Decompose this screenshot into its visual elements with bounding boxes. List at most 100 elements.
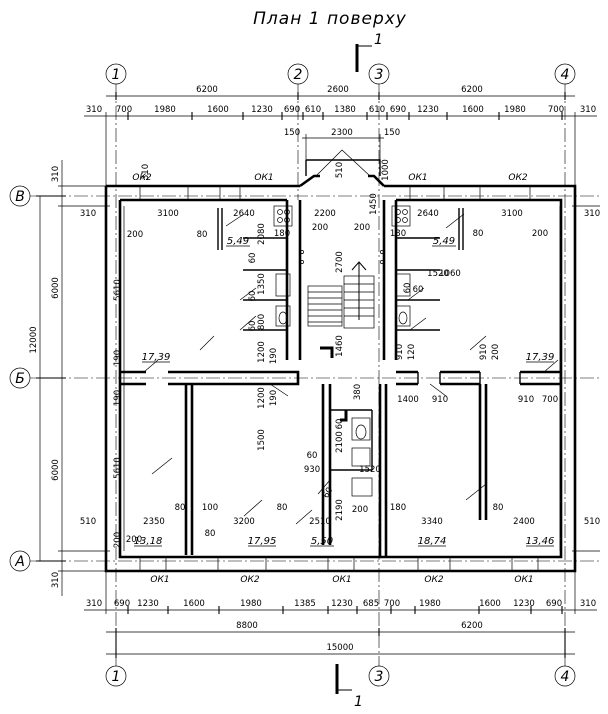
dim-text: 910 bbox=[432, 395, 448, 405]
dim-text: 180 bbox=[390, 503, 406, 513]
dim-text: 60 bbox=[248, 291, 258, 302]
dim-text: 200 bbox=[127, 230, 143, 240]
window-label: ОК2 bbox=[240, 575, 259, 585]
room-area: 5,50 bbox=[311, 536, 333, 547]
dim-text: 2510 bbox=[309, 517, 331, 527]
dimension-lines-top bbox=[84, 92, 597, 186]
dim-text: 910 bbox=[479, 344, 489, 360]
dim-text: 1000 bbox=[381, 159, 391, 181]
dim-text: 2190 bbox=[335, 499, 345, 521]
axis-label-3-top: 3 bbox=[375, 67, 384, 83]
dim-text: 310 bbox=[51, 572, 61, 588]
dim-text: 1600 bbox=[462, 105, 484, 115]
dim-text: 2100 bbox=[335, 431, 345, 453]
dim-text: 3100 bbox=[501, 209, 523, 219]
dim-text: 1520 bbox=[427, 269, 449, 279]
section-mark-bottom: 1 bbox=[335, 664, 363, 710]
dim-text: 6200 bbox=[461, 621, 483, 631]
dim-text: 690 bbox=[390, 105, 406, 115]
dim-text: 60 bbox=[307, 451, 318, 461]
window-label: ОК1 bbox=[332, 575, 351, 585]
dim-text: 200 bbox=[354, 223, 370, 233]
dim-text: 60 bbox=[403, 283, 413, 294]
dim-text: 690 bbox=[546, 599, 562, 609]
dim-text: 1060 bbox=[439, 269, 461, 279]
axis-label-4-bottom: 4 bbox=[561, 669, 570, 685]
dim-text: 6000 bbox=[51, 459, 61, 481]
window-label: ОК1 bbox=[514, 575, 533, 585]
room-area: 5,49 bbox=[227, 236, 249, 247]
dim-text: 700 bbox=[116, 105, 132, 115]
section-label-top: 1 bbox=[374, 32, 383, 48]
dim-text: 190 bbox=[269, 348, 279, 364]
dim-text: 190 bbox=[269, 390, 279, 406]
dim-text: 2400 bbox=[513, 517, 535, 527]
dim-text: 1230 bbox=[251, 105, 273, 115]
dim-text: 1980 bbox=[419, 599, 441, 609]
dim-text: 1200 bbox=[257, 387, 267, 409]
axis-bubbles-bottom: 1 3 4 bbox=[105, 665, 576, 687]
dim-text: 1980 bbox=[240, 599, 262, 609]
dim-text: 180 bbox=[274, 229, 290, 239]
dim-text: 8800 bbox=[236, 621, 258, 631]
room-areas: 5,49 5,49 17,39 17,39 13,18 17,95 5,50 1… bbox=[134, 236, 555, 547]
section-label-bottom: 1 bbox=[354, 694, 363, 710]
dim-text: 700 bbox=[384, 599, 400, 609]
axis-bubbles-left: В Б А bbox=[9, 185, 31, 572]
axis-label-1-top: 1 bbox=[112, 67, 121, 83]
dimension-text-right: 310 510 bbox=[559, 205, 600, 552]
dim-text: 1400 bbox=[397, 395, 419, 405]
dim-text: 80 bbox=[197, 230, 208, 240]
dimension-lines-left bbox=[36, 160, 125, 596]
dimension-text-top: 6200 2600 6200 310 700 1980 1600 1230 69… bbox=[86, 85, 596, 138]
dim-text: 910 bbox=[395, 344, 405, 360]
room-area: 18,74 bbox=[418, 536, 447, 547]
dim-text: 310 bbox=[51, 166, 61, 182]
dim-text: 380 bbox=[353, 384, 363, 400]
axis-label-b: Б bbox=[15, 371, 25, 387]
dim-text: 700 bbox=[542, 395, 558, 405]
dim-text: 180 bbox=[390, 229, 406, 239]
room-area: 13,46 bbox=[526, 536, 555, 547]
dim-text: 1350 bbox=[257, 273, 267, 295]
dim-text: 310 bbox=[580, 105, 596, 115]
dim-text: 15000 bbox=[326, 643, 353, 653]
interior-dimensions: 3100 2640 2200 2640 3100 200 80 60 2080 … bbox=[126, 159, 558, 545]
dim-text: 200 bbox=[491, 344, 501, 360]
dim-text: 120 bbox=[407, 344, 417, 360]
window-label: ОК2 bbox=[132, 173, 151, 183]
dim-text: 200 bbox=[113, 532, 123, 548]
dim-text: 610 bbox=[369, 105, 385, 115]
dim-text: 3200 bbox=[233, 517, 255, 527]
room-area: 17,95 bbox=[248, 536, 277, 547]
dim-text: 1600 bbox=[479, 599, 501, 609]
dim-text: 1230 bbox=[513, 599, 535, 609]
dim-text: 80 bbox=[205, 529, 216, 539]
window-label: ОК1 bbox=[254, 173, 273, 183]
room-area: 5,49 bbox=[433, 236, 455, 247]
staircase bbox=[307, 149, 375, 422]
dim-text: 200 bbox=[126, 535, 142, 545]
axis-label-a: А bbox=[14, 554, 25, 570]
dim-text: 310 bbox=[80, 209, 96, 219]
dim-text: 6200 bbox=[196, 85, 218, 95]
dim-text: 80 bbox=[473, 229, 484, 239]
dim-text: 910 bbox=[518, 395, 534, 405]
dim-text: 1520 bbox=[359, 465, 381, 475]
dim-text: 1450 bbox=[369, 193, 379, 215]
dim-text: 510 bbox=[335, 162, 345, 178]
dim-text: 200 bbox=[312, 223, 328, 233]
section-mark-top: 1 bbox=[355, 32, 383, 72]
dim-text: 310 bbox=[580, 599, 596, 609]
dim-text: 1230 bbox=[137, 599, 159, 609]
dim-text: 2640 bbox=[233, 209, 255, 219]
dim-text: 150 bbox=[284, 128, 300, 138]
dim-text: 100 bbox=[202, 503, 218, 513]
dim-text: 2300 bbox=[331, 128, 353, 138]
dim-text: 310 bbox=[86, 105, 102, 115]
dim-text: 190 bbox=[113, 390, 123, 406]
dim-text: 800 bbox=[257, 314, 267, 330]
dim-text: 2600 bbox=[327, 85, 349, 95]
dim-text: 1460 bbox=[335, 335, 345, 357]
